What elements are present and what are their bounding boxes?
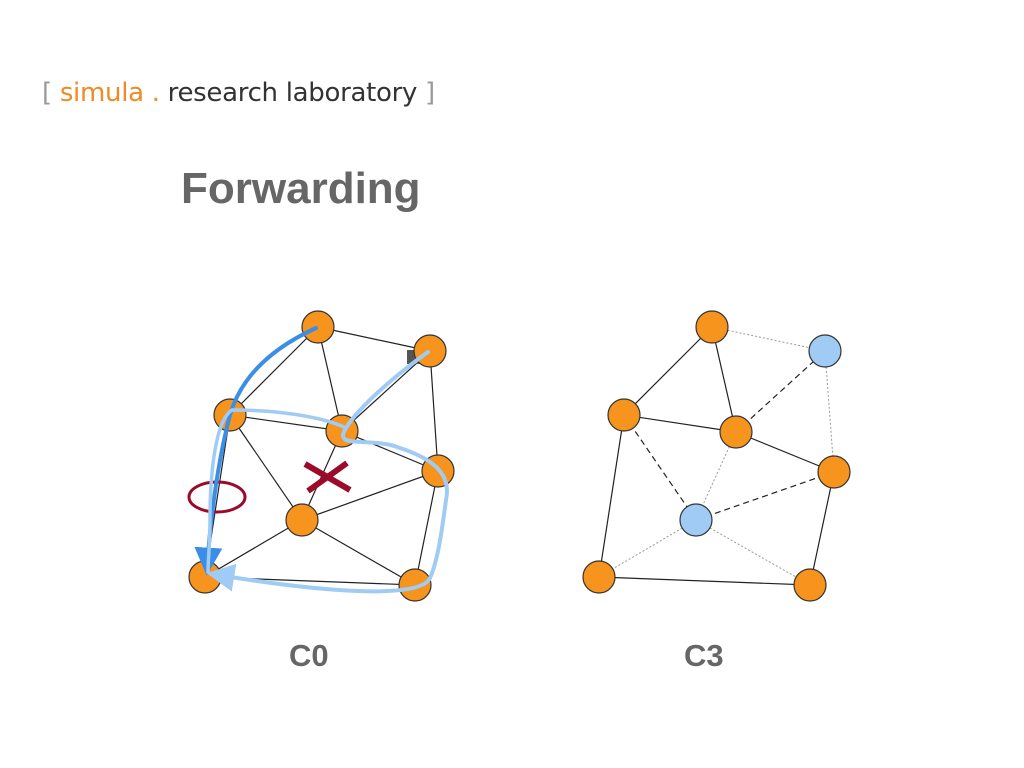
logo-open-bracket: [ bbox=[42, 78, 52, 108]
c3-edge bbox=[598, 414, 625, 578]
c3-edge bbox=[623, 414, 737, 433]
backup-path-detour bbox=[206, 408, 348, 574]
c0-edge bbox=[229, 414, 343, 432]
c0-edge bbox=[317, 326, 431, 352]
c3-edge bbox=[598, 576, 811, 586]
c3-edge-dotted bbox=[824, 350, 835, 473]
c0-nodes bbox=[188, 310, 455, 602]
c3-node bbox=[582, 560, 616, 594]
c3-edge bbox=[623, 326, 713, 416]
c3-edge-dotted bbox=[695, 519, 811, 586]
c3-edge-dashed bbox=[695, 471, 835, 521]
c0-node bbox=[413, 334, 447, 368]
c3-edge-dashed bbox=[735, 350, 826, 433]
c3-node bbox=[817, 455, 851, 489]
c3-edge-dotted bbox=[711, 326, 826, 352]
c0-node bbox=[285, 503, 319, 537]
c0-edge bbox=[414, 470, 439, 586]
c3-edges-solid bbox=[598, 326, 835, 586]
c3-nodes bbox=[582, 310, 851, 602]
c0-node bbox=[188, 560, 222, 594]
c0-edge bbox=[204, 519, 303, 578]
slide-title: Forwarding bbox=[181, 164, 421, 213]
c0-edge bbox=[429, 350, 439, 472]
graph-caption-c3: C3 bbox=[684, 638, 724, 673]
c0-node bbox=[398, 568, 432, 602]
c3-edges-dashed bbox=[623, 350, 835, 521]
logo-tagline: research laboratory bbox=[167, 78, 418, 108]
c0-node bbox=[301, 310, 335, 344]
graph-caption-c0: C0 bbox=[289, 638, 329, 673]
c3-node bbox=[719, 415, 753, 449]
c3-node-inactive bbox=[808, 334, 842, 368]
simula-logo: [ simula . research laboratory ] bbox=[42, 78, 435, 108]
logo-brand: simula bbox=[59, 78, 144, 108]
logo-separator: . bbox=[151, 78, 160, 108]
c0-edge bbox=[301, 470, 439, 521]
failure-cross-icon bbox=[303, 460, 352, 494]
c3-node bbox=[793, 568, 827, 602]
graph-c0 bbox=[187, 310, 455, 602]
c0-edge bbox=[317, 326, 343, 432]
c3-edge-dashed bbox=[623, 414, 697, 521]
c3-edge bbox=[809, 471, 835, 586]
c0-edge bbox=[229, 326, 319, 416]
c3-node-inactive bbox=[679, 503, 713, 537]
backup-path-arrow bbox=[206, 350, 449, 594]
c3-edge bbox=[711, 326, 737, 433]
c0-edge bbox=[301, 519, 416, 586]
c3-node bbox=[695, 310, 729, 344]
c3-edge-dotted bbox=[598, 519, 697, 578]
c3-node bbox=[607, 398, 641, 432]
c0-edges bbox=[204, 326, 439, 586]
graph-c3 bbox=[582, 310, 851, 602]
c3-edge bbox=[735, 431, 835, 473]
c0-edge bbox=[341, 430, 439, 472]
c3-edges-dotted bbox=[598, 326, 835, 586]
logo-close-bracket: ] bbox=[425, 78, 435, 108]
c0-edge bbox=[229, 414, 303, 521]
c0-edge bbox=[341, 350, 431, 432]
